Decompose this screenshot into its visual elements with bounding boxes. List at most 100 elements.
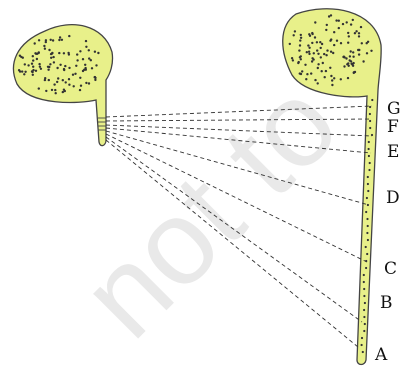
stipple-dot bbox=[311, 42, 313, 44]
stipple-dot bbox=[299, 39, 301, 41]
zone-label-c: C bbox=[384, 259, 397, 279]
stipple-dot bbox=[350, 60, 352, 62]
stipple-dot bbox=[345, 57, 347, 59]
stipple-dot bbox=[306, 73, 308, 75]
zone-label-a: A bbox=[374, 345, 388, 365]
stipple-dot bbox=[347, 77, 349, 79]
stipple-dot bbox=[367, 225, 369, 227]
stipple-dot bbox=[346, 21, 348, 23]
stipple-dot bbox=[80, 85, 82, 87]
stipple-dot bbox=[63, 52, 65, 54]
stipple-dot bbox=[352, 19, 354, 21]
stipple-dot bbox=[313, 52, 315, 54]
zone-label-f: F bbox=[387, 117, 399, 137]
stipple-dot bbox=[88, 57, 90, 59]
stipple-dot bbox=[320, 56, 322, 58]
stipple-dot bbox=[53, 61, 55, 63]
stipple-dot bbox=[79, 50, 81, 52]
stipple-dot bbox=[349, 55, 351, 57]
stipple-dot bbox=[68, 67, 70, 69]
stipple-dot bbox=[68, 78, 70, 80]
stipple-dot bbox=[361, 42, 363, 44]
stipple-dot bbox=[48, 49, 50, 51]
stipple-dot bbox=[325, 70, 327, 72]
stipple-dot bbox=[311, 60, 313, 62]
stipple-dot bbox=[366, 42, 368, 44]
stipple-dot bbox=[97, 52, 99, 54]
stipple-dot bbox=[44, 48, 46, 50]
stipple-dot bbox=[300, 73, 302, 75]
stipple-dot bbox=[314, 79, 316, 81]
stipple-dot bbox=[91, 67, 93, 69]
stipple-dot bbox=[363, 309, 365, 311]
stipple-dot bbox=[358, 32, 360, 34]
stipple-dot bbox=[310, 72, 312, 74]
stipple-dot bbox=[358, 53, 360, 55]
stipple-dot bbox=[308, 47, 310, 49]
stipple-dot bbox=[305, 78, 307, 80]
stipple-dot bbox=[57, 77, 59, 79]
stipple-dot bbox=[308, 51, 310, 53]
stipple-dot bbox=[49, 63, 51, 65]
stipple-dot bbox=[51, 89, 53, 91]
seedling-early bbox=[13, 25, 112, 146]
stipple-dot bbox=[363, 274, 365, 276]
stipple-dot bbox=[365, 246, 367, 248]
stipple-dot bbox=[24, 71, 26, 73]
stipple-dot bbox=[330, 75, 332, 77]
zone-labels: G F E D C B A bbox=[374, 99, 401, 365]
stipple-dot bbox=[52, 56, 54, 58]
stipple-dot bbox=[347, 62, 349, 64]
stipple-dot bbox=[55, 92, 57, 94]
stipple-dot bbox=[338, 27, 340, 29]
stipple-dot bbox=[40, 68, 42, 70]
stipple-dot bbox=[362, 351, 364, 353]
stipple-dot bbox=[36, 58, 38, 60]
stipple-dot bbox=[95, 64, 97, 66]
stipple-dot bbox=[352, 62, 354, 64]
stipple-dot bbox=[317, 82, 319, 84]
stipple-dot bbox=[85, 82, 87, 84]
stipple-dot bbox=[352, 56, 354, 58]
zone-label-e: E bbox=[387, 142, 399, 162]
stipple-dot bbox=[324, 76, 326, 78]
stipple-dot bbox=[19, 55, 21, 57]
stipple-dot bbox=[32, 66, 34, 68]
stipple-dot bbox=[362, 60, 364, 62]
stipple-dot bbox=[50, 57, 52, 59]
stipple-dot bbox=[18, 69, 20, 71]
stipple-dot bbox=[361, 337, 363, 339]
stipple-dot bbox=[75, 65, 77, 67]
stipple-dot bbox=[304, 64, 306, 66]
stipple-dot bbox=[38, 87, 40, 89]
stipple-dot bbox=[358, 35, 360, 37]
stipple-dot bbox=[317, 53, 319, 55]
stipple-dot bbox=[363, 316, 365, 318]
stipple-dot bbox=[59, 64, 61, 66]
stipple-dot bbox=[54, 89, 56, 91]
stipple-dot bbox=[44, 79, 46, 81]
stipple-dot bbox=[291, 57, 293, 59]
stipple-dot bbox=[67, 52, 69, 54]
stipple-dot bbox=[347, 32, 349, 34]
stipple-dot bbox=[59, 36, 61, 38]
stipple-dot bbox=[369, 162, 371, 164]
zone-label-g: G bbox=[387, 99, 401, 119]
stipple-dot bbox=[323, 53, 325, 55]
stipple-dot bbox=[333, 77, 335, 79]
stipple-dot bbox=[368, 148, 370, 150]
stipple-dot bbox=[63, 68, 65, 70]
stipple-dot bbox=[317, 67, 319, 69]
stipple-dot bbox=[367, 239, 369, 241]
stipple-dot bbox=[24, 63, 26, 65]
stipple-dot bbox=[292, 59, 294, 61]
stipple-dot bbox=[301, 70, 303, 72]
stipple-dot bbox=[76, 53, 78, 55]
stipple-dot bbox=[363, 288, 365, 290]
stipple-dot bbox=[326, 24, 328, 26]
stipple-dot bbox=[357, 49, 359, 51]
stipple-dot bbox=[88, 82, 90, 84]
stipple-dot bbox=[326, 49, 328, 51]
stipple-dot bbox=[360, 26, 362, 28]
stipple-dot bbox=[61, 39, 63, 41]
